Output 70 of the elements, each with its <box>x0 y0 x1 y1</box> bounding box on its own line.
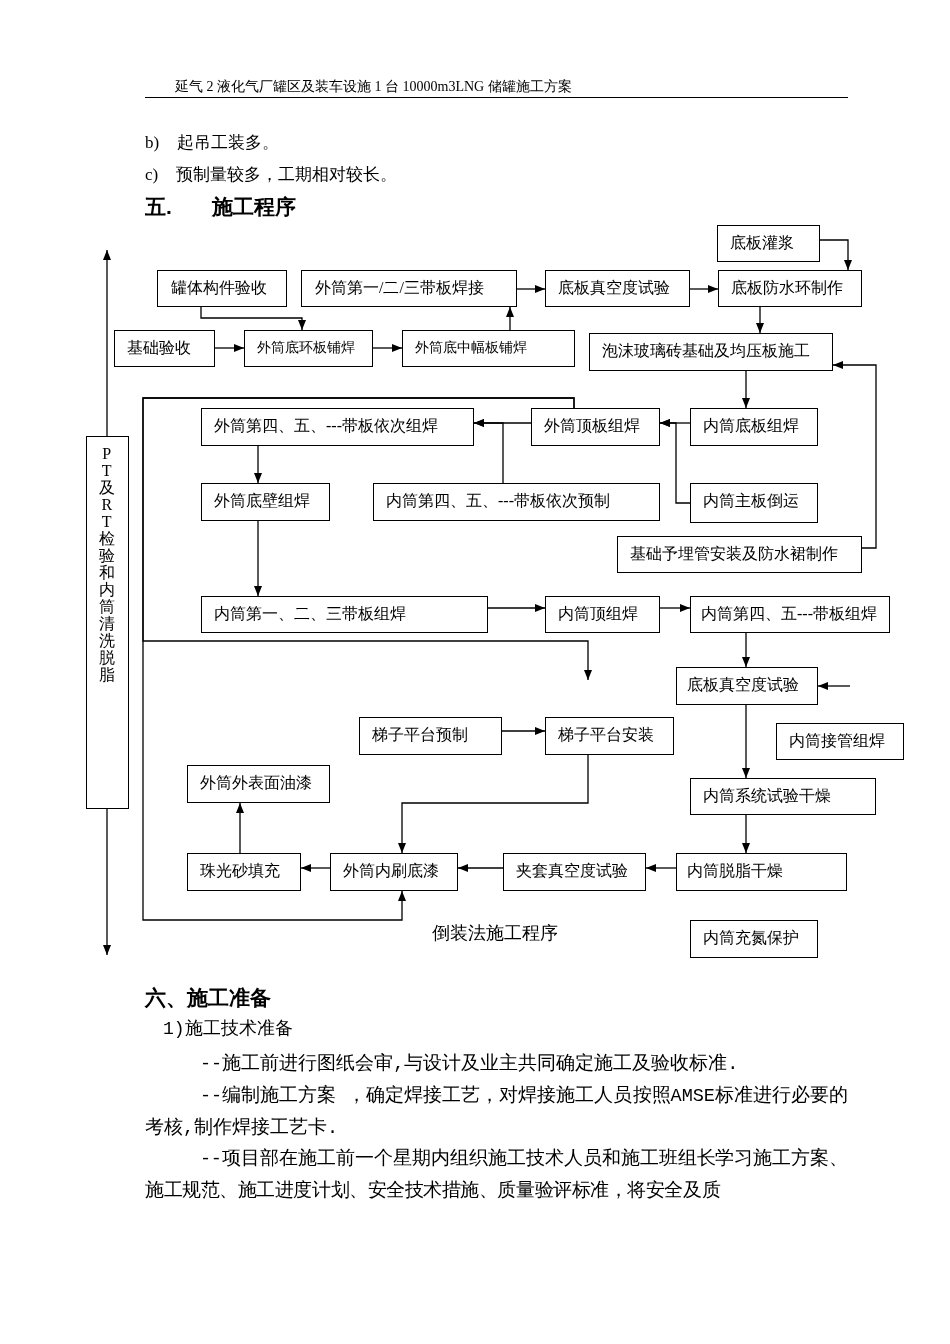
arrow <box>756 306 764 334</box>
process-box: 内筒顶组焊 <box>545 596 660 633</box>
subheading: 1)施工技术准备 <box>163 1018 293 1041</box>
arrow <box>742 370 750 409</box>
section-heading: 五. 施工程序 <box>145 194 296 220</box>
arrow <box>501 727 546 735</box>
process-box: 内筒第四、五、---带板依次预制 <box>373 483 660 521</box>
process-box: 内筒第一、二、三带板组焊 <box>201 596 488 633</box>
arrow <box>689 285 719 293</box>
process-box: 内筒系统试验干燥 <box>690 778 876 815</box>
arrow <box>254 520 262 597</box>
process-box: 内筒主板倒运 <box>690 483 818 523</box>
arrow <box>742 704 750 779</box>
process-box: 泡沫玻璃砖基础及均压板施工 <box>589 333 833 371</box>
arrow <box>254 445 262 484</box>
arrow <box>214 344 245 352</box>
arrow <box>506 306 514 331</box>
arrow <box>742 632 750 668</box>
arrow <box>473 419 504 484</box>
process-box: 外筒外表面油漆 <box>187 765 330 803</box>
process-box: 内筒脱脂干燥 <box>676 853 847 891</box>
header-text: 延气 2 液化气厂罐区及装车设施 1 台 10000m3LNG 储罐施工方案 <box>175 79 572 95</box>
paragraph: --编制施工方案 ，确定焊接工艺，对焊接施工人员按照AMSE标准进行必要的考核,制作焊接工艺卡. <box>145 1084 848 1141</box>
process-box: 外筒底壁组焊 <box>201 483 330 521</box>
arrow <box>103 808 111 956</box>
process-box: 底板真空度试验 <box>545 270 690 307</box>
list-item: b) 起吊工装多。 <box>145 132 280 154</box>
process-box: 梯子平台预制 <box>359 717 502 755</box>
process-box: 内筒接管组焊 <box>776 723 904 760</box>
arrow <box>832 361 877 549</box>
process-box: 外筒底中幅板铺焊 <box>402 330 575 367</box>
arrow <box>103 249 111 437</box>
process-box: 外筒底环板铺焊 <box>244 330 373 367</box>
process-box: 梯子平台安装 <box>545 717 674 755</box>
process-box: 基础验收 <box>114 330 215 367</box>
arrow <box>200 306 306 331</box>
arrow <box>659 604 691 612</box>
arrow <box>372 344 403 352</box>
arrow <box>487 604 546 612</box>
paragraph: --项目部在施工前一个星期内组织施工技术人员和施工班组长学习施工方案、施工规范、施工进度计划、安全技术措施、质量验评标准，将安全及质 <box>145 1147 848 1204</box>
arrow <box>516 285 546 293</box>
process-box: 内筒第四、五---带板组焊 <box>690 596 890 633</box>
arrow <box>142 397 592 681</box>
process-box: 底板防水环制作 <box>718 270 862 307</box>
section-heading: 六、施工准备 <box>145 985 271 1011</box>
arrow <box>236 802 244 854</box>
process-box: 外筒顶板组焊 <box>531 408 660 446</box>
arrow <box>742 814 750 854</box>
process-box: 外筒第四、五、---带板依次组焊 <box>201 408 474 446</box>
process-box: 内筒底板组焊 <box>690 408 818 446</box>
process-box: 底板灌浆 <box>717 225 820 262</box>
process-box: PT及RT检验和内筒清洗脱脂 <box>86 436 129 809</box>
process-box: 底板真空度试验 <box>676 667 818 705</box>
arrow <box>659 419 691 504</box>
process-box: 珠光砂填充 <box>187 853 301 891</box>
paragraph: --施工前进行图纸会审,与设计及业主共同确定施工及验收标准. <box>199 1052 740 1077</box>
process-box: 外筒内刷底漆 <box>330 853 458 891</box>
list-item: c) 预制量较多，工期相对较长。 <box>145 164 398 186</box>
process-box: 内筒充氮保护 <box>690 920 818 958</box>
arrow <box>457 864 504 872</box>
diagram-caption: 倒装法施工程序 <box>431 922 559 945</box>
arrow <box>819 239 852 271</box>
arrow <box>398 754 589 854</box>
arrow <box>300 864 331 872</box>
process-box: 外筒第一/二/三带板焊接 <box>301 270 517 307</box>
arrow <box>817 682 851 690</box>
process-box: 夹套真空度试验 <box>503 853 646 891</box>
process-box: 基础予埋管安装及防水裙制作 <box>617 536 862 573</box>
process-box: 罐体构件验收 <box>157 270 287 307</box>
arrow <box>645 864 677 872</box>
